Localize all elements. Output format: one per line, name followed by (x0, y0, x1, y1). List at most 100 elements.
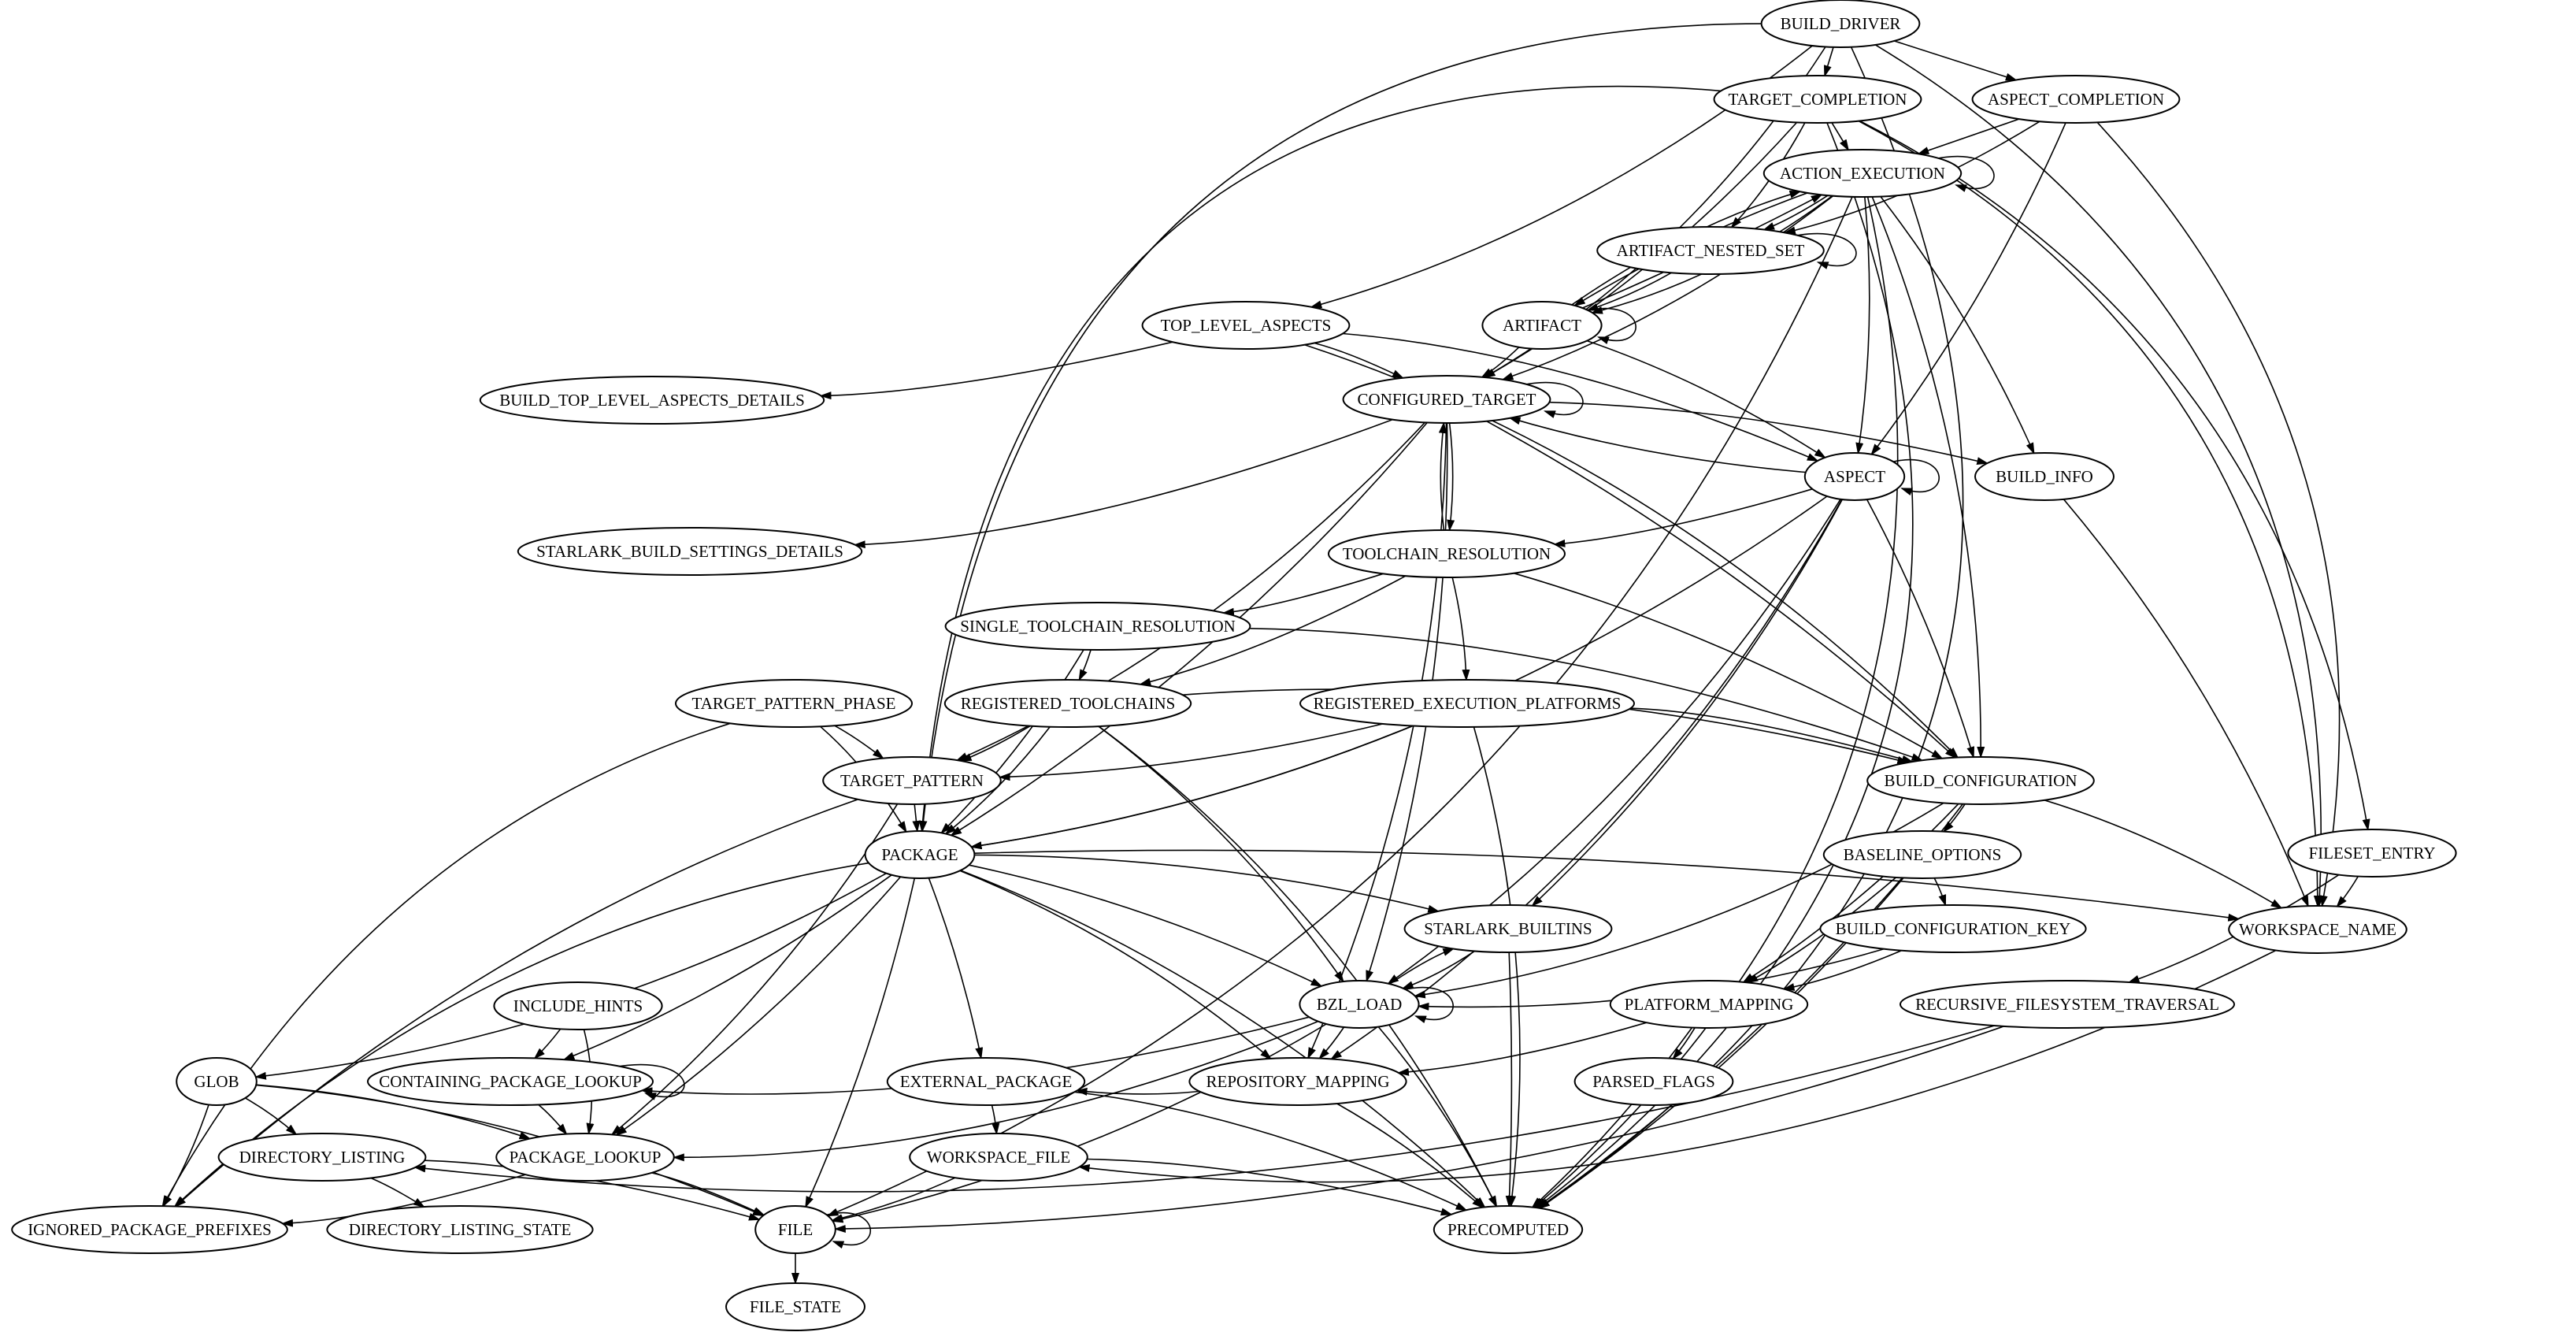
node-ellipse-workspace_file (909, 1133, 1088, 1182)
node-ellipse-package (864, 830, 976, 879)
node-include_hints: INCLUDE_HINTS (493, 981, 663, 1030)
edge-baseline_options-to-platform_mapping (1746, 877, 1897, 984)
edge-platform_mapping-to-precomputed (1531, 1027, 1693, 1209)
node-ellipse-parsed_flags (1573, 1057, 1734, 1106)
node-label-target_pattern: TARGET_PATTERN (840, 771, 984, 790)
node-target_pattern_phase: TARGET_PATTERN_PHASE (675, 679, 913, 728)
node-label-package_lookup: PACKAGE_LOOKUP (510, 1148, 662, 1167)
node-fileset_entry: FILESET_ENTRY (2287, 829, 2457, 877)
edge-action_execution-to-artifact_nested_set (1762, 195, 1829, 231)
node-label-file: FILE (778, 1220, 813, 1239)
node-aspect: ASPECT (1803, 452, 1906, 501)
node-label-directory_listing_state: DIRECTORY_LISTING_STATE (349, 1220, 572, 1239)
node-ellipse-recursive_filesystem_traversal (1900, 980, 2235, 1029)
node-build_top_level_aspects_details: BUILD_TOP_LEVEL_ASPECTS_DETAILS (479, 376, 825, 425)
edge-configured_target-to-build_configuration (1486, 420, 1957, 759)
edge-configured_target-to-package (950, 421, 1428, 837)
node-file_state: FILE_STATE (725, 1282, 865, 1331)
edge-target_completion-to-precomputed (1535, 122, 1914, 1209)
node-ellipse-directory_listing (217, 1133, 427, 1182)
edge-repository_mapping-to-precomputed (1336, 1103, 1484, 1209)
node-build_configuration_key: BUILD_CONFIGURATION_KEY (1819, 904, 2087, 953)
edge-action_execution-to-file (826, 196, 1853, 1217)
node-label-fileset_entry: FILESET_ENTRY (2309, 844, 2436, 863)
node-label-starlark_build_settings_details: STARLARK_BUILD_SETTINGS_DETAILS (536, 542, 843, 561)
edge-package-to-bzl_load (969, 864, 1323, 987)
node-artifact: ARTIFACT (1481, 301, 1603, 350)
node-ellipse-glob (176, 1057, 258, 1106)
node-ellipse-file (754, 1205, 836, 1254)
node-directory_listing_state: DIRECTORY_LISTING_STATE (326, 1205, 594, 1254)
edge-toolchain_resolution-to-build_configuration (1513, 572, 1944, 759)
edge-build_driver-to-target_completion (1823, 46, 1834, 78)
edge-build_driver-to-aspect_completion (1894, 40, 2018, 81)
node-ellipse-artifact_nested_set (1596, 226, 1825, 275)
edge-target_completion-to-workspace_name (1858, 120, 2322, 907)
edge-registered_toolchains-to-target_pattern (959, 725, 1031, 762)
edge-workspace_file-to-precomputed (1087, 1158, 1453, 1216)
edge-baseline_options-to-build_configuration_key (1933, 877, 1947, 907)
edge-workspace_file-to-file (830, 1177, 956, 1223)
self-loop-artifact_nested_set (1792, 232, 1857, 269)
node-workspace_name: WORKSPACE_NAME (2228, 905, 2407, 954)
edge-containing_package_lookup-to-package_lookup (538, 1104, 568, 1136)
node-target_completion: TARGET_COMPLETION (1713, 75, 1922, 124)
edge-build_info-to-workspace_name (2063, 499, 2309, 908)
edge-include_hints-to-containing_package_lookup (533, 1028, 562, 1059)
node-label-include_hints: INCLUDE_HINTS (513, 996, 643, 1015)
node-ellipse-include_hints (493, 981, 663, 1030)
edge-configured_target-to-build_info (1549, 401, 1989, 466)
node-directory_listing: DIRECTORY_LISTING (217, 1133, 427, 1182)
node-ellipse-aspect (1803, 452, 1906, 501)
edge-recursive_filesystem_traversal-to-file (833, 1026, 2005, 1233)
node-ellipse-build_configuration_key (1819, 904, 2087, 953)
node-label-build_info: BUILD_INFO (1996, 467, 2093, 486)
edge-build_driver-to-package (919, 23, 1762, 833)
node-action_execution: ACTION_EXECUTION (1762, 149, 1963, 198)
edge-configured_target-to-toolchain_resolution (1447, 422, 1455, 532)
node-ellipse-top_level_aspects (1141, 301, 1351, 350)
node-label-build_configuration_key: BUILD_CONFIGURATION_KEY (1836, 919, 2071, 938)
node-ellipse-bzl_load (1299, 980, 1420, 1029)
node-ellipse-platform_mapping (1609, 980, 1809, 1029)
edge-package-to-starlark_builtins (974, 854, 1440, 913)
node-ellipse-ignored_package_prefixes (11, 1205, 288, 1254)
node-label-single_toolchain_resolution: SINGLE_TOOLCHAIN_RESOLUTION (960, 617, 1236, 636)
node-label-directory_listing: DIRECTORY_LISTING (239, 1148, 406, 1167)
node-ellipse-workspace_name (2228, 905, 2407, 954)
node-label-repository_mapping: REPOSITORY_MAPPING (1206, 1072, 1390, 1091)
edge-single_toolchain_resolution-to-build_configuration (1249, 628, 1924, 762)
edge-bzl_load-to-precomputed (1377, 1026, 1498, 1208)
edge-build_configuration-to-baseline_options (1942, 803, 1966, 833)
node-ellipse-external_package (886, 1057, 1086, 1106)
node-label-configured_target: CONFIGURED_TARGET (1358, 390, 1536, 409)
edge-target_completion-to-package (918, 85, 1722, 833)
edge-platform_mapping-to-parsed_flags (1672, 1027, 1696, 1060)
node-label-baseline_options: BASELINE_OPTIONS (1844, 845, 2002, 864)
node-label-target_pattern_phase: TARGET_PATTERN_PHASE (692, 694, 896, 713)
self-loop-artifact (1585, 307, 1636, 344)
self-loop-aspect (1890, 458, 1940, 496)
node-ellipse-fileset_entry (2287, 829, 2457, 877)
node-ellipse-toolchain_resolution (1328, 529, 1566, 578)
edge-aspect-to-repository_mapping (1329, 499, 1843, 1060)
node-containing_package_lookup: CONTAINING_PACKAGE_LOOKUP (367, 1057, 654, 1106)
edge-action_execution-to-aspect (1855, 196, 1870, 455)
edge-artifact-to-aspect (1586, 339, 1827, 458)
node-bzl_load: BZL_LOAD (1299, 980, 1420, 1029)
node-artifact_nested_set: ARTIFACT_NESTED_SET (1596, 226, 1825, 275)
edge-fileset_entry-to-recursive_filesystem_traversal (2127, 874, 2340, 983)
node-starlark_build_settings_details: STARLARK_BUILD_SETTINGS_DETAILS (517, 527, 863, 576)
edge-artifact_nested_set-to-artifact (1586, 272, 1672, 311)
node-ellipse-target_completion (1713, 75, 1922, 124)
self-loop-bzl_load (1402, 986, 1454, 1023)
node-ellipse-baseline_options (1822, 830, 2022, 879)
node-ellipse-registered_execution_platforms (1299, 679, 1635, 728)
node-label-starlark_builtins: STARLARK_BUILTINS (1424, 919, 1592, 938)
node-ellipse-target_pattern (822, 756, 1002, 805)
edge-workspace_name-to-workspace_file (1077, 949, 2277, 1183)
edge-target_pattern-to-package_lookup (610, 803, 899, 1136)
node-label-recursive_filesystem_traversal: RECURSIVE_FILESYSTEM_TRAVERSAL (1915, 995, 2219, 1014)
node-aspect_completion: ASPECT_COMPLETION (1971, 75, 2181, 124)
